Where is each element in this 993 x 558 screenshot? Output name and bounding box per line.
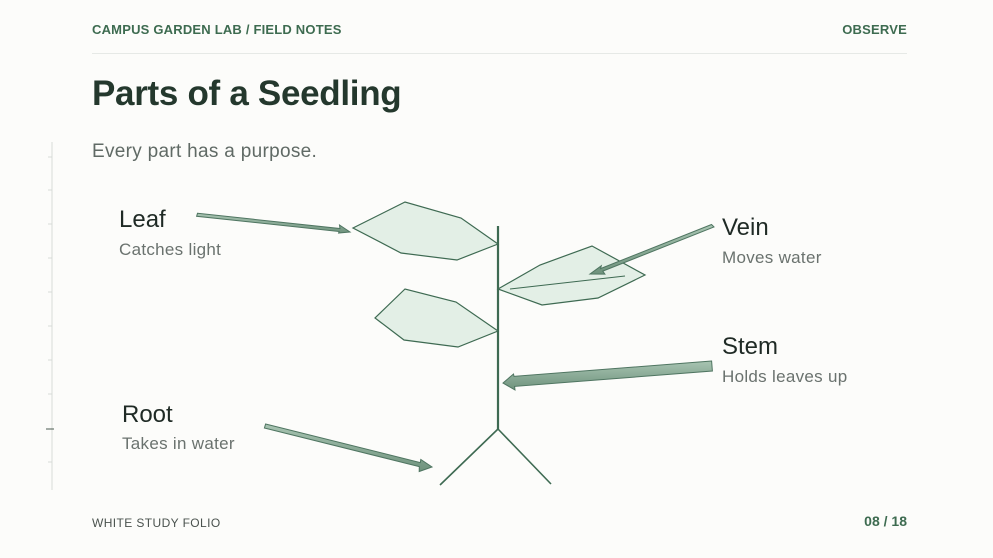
- footer-folio: WHITE STUDY FOLIO: [92, 516, 221, 530]
- leaf-lower-left: [374, 288, 500, 348]
- leaf-upper-left: [351, 201, 500, 261]
- root-label: Root: [122, 401, 173, 428]
- header-divider: [92, 53, 907, 54]
- leaf-description: Catches light: [119, 240, 222, 259]
- root-arrow: [263, 423, 434, 473]
- vein-label: Vein: [722, 214, 769, 241]
- stem-arrow: [502, 360, 713, 391]
- margin-ruler: [46, 142, 54, 490]
- vein-description: Moves water: [722, 248, 822, 267]
- stem-label: Stem: [722, 333, 779, 360]
- header-breadcrumb: CAMPUS GARDEN LAB / FIELD NOTES: [92, 22, 342, 37]
- leaf-right: [496, 245, 647, 306]
- page-title: Parts of a Seedling: [92, 74, 402, 113]
- vein-arrow: [588, 223, 715, 275]
- leaf-arrow: [195, 212, 352, 234]
- root-description: Takes in water: [122, 434, 235, 453]
- page-number: 08 / 18: [864, 513, 907, 529]
- page-subtitle: Every part has a purpose.: [92, 141, 318, 162]
- stem-description: Holds leaves up: [722, 367, 848, 386]
- leaf-vein: [509, 275, 626, 290]
- leaf-label: Leaf: [119, 206, 166, 233]
- header-section-tag: OBSERVE: [842, 22, 907, 37]
- seedling-roots: [439, 428, 552, 486]
